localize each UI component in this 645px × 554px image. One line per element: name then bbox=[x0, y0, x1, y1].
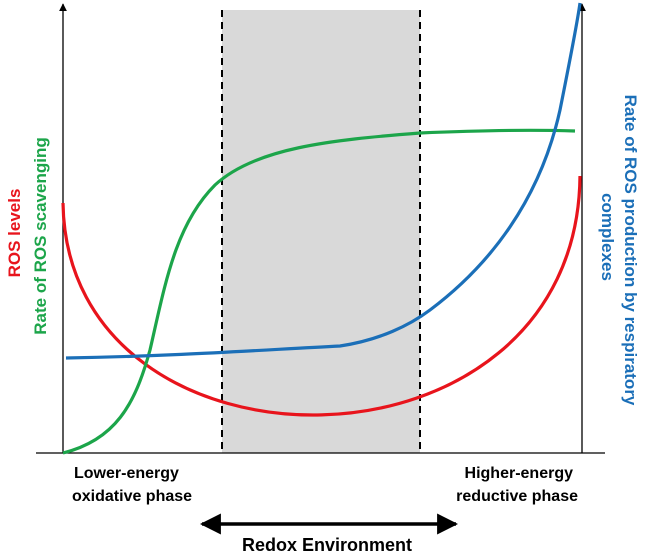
lower-energy-label: Lower-energy bbox=[74, 465, 179, 482]
ros-production-label-line1: Rate of ROS production by respiratory bbox=[621, 95, 640, 406]
oxidative-phase-label: oxidative phase bbox=[72, 488, 192, 505]
ros-levels-label: ROS levels bbox=[5, 189, 24, 278]
shaded-region bbox=[222, 10, 420, 453]
ros-levels-curve bbox=[61, 175, 582, 417]
higher-energy-label: Higher-energy bbox=[465, 465, 574, 482]
reductive-phase-label: reductive phase bbox=[456, 488, 578, 505]
ros-scavenging-label: Rate of ROS scavenging bbox=[31, 137, 50, 334]
ros-production-label-line2: complexes bbox=[598, 193, 617, 281]
redox-environment-title: Redox Environment bbox=[242, 535, 412, 554]
ros-scavenging-curve bbox=[62, 128, 576, 455]
ros-production-curve bbox=[65, 2, 582, 360]
